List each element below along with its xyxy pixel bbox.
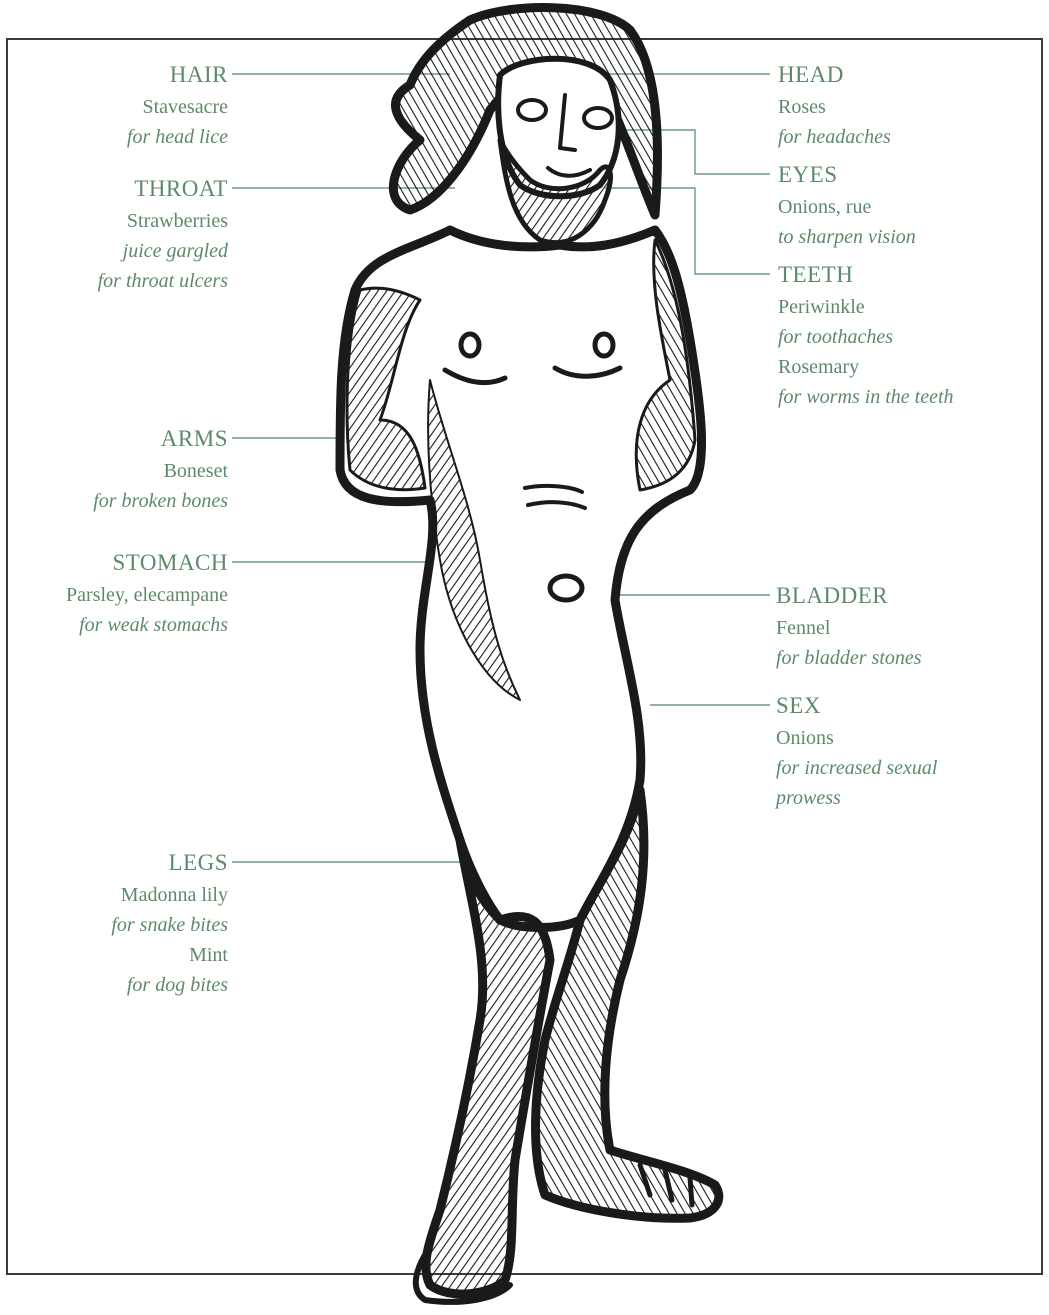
label-head: HEADRosesfor headaches bbox=[778, 58, 891, 152]
label-sex-use: prowess bbox=[776, 783, 937, 813]
label-sex-use: for increased sexual bbox=[776, 753, 937, 783]
figure-eye-left bbox=[518, 100, 546, 120]
label-stomach-use: for weak stomachs bbox=[66, 610, 228, 640]
label-teeth-remedy: Rosemary bbox=[778, 352, 954, 382]
label-sex-title: SEX bbox=[776, 689, 937, 723]
label-throat-use: for throat ulcers bbox=[98, 266, 228, 296]
figure-eye-right bbox=[584, 108, 612, 128]
label-bladder-remedy: Fennel bbox=[776, 613, 922, 643]
label-head-title: HEAD bbox=[778, 58, 891, 92]
label-head-use: for headaches bbox=[778, 122, 891, 152]
figure-body bbox=[340, 8, 719, 1302]
label-bladder: BLADDERFennelfor bladder stones bbox=[776, 579, 922, 673]
label-eyes-use: to sharpen vision bbox=[778, 222, 916, 252]
label-sex-remedy: Onions bbox=[776, 723, 937, 753]
label-arms-use: for broken bones bbox=[93, 486, 228, 516]
figure-navel bbox=[550, 576, 582, 600]
figure-nipple-right bbox=[595, 334, 613, 356]
label-legs-use: for dog bites bbox=[111, 970, 228, 1000]
label-stomach: STOMACHParsley, elecampanefor weak stoma… bbox=[66, 546, 228, 640]
label-stomach-title: STOMACH bbox=[66, 546, 228, 580]
label-arms-title: ARMS bbox=[93, 422, 228, 456]
label-hair-use: for head lice bbox=[127, 122, 228, 152]
label-arms-remedy: Boneset bbox=[93, 456, 228, 486]
label-arms: ARMSBonesetfor broken bones bbox=[93, 422, 228, 516]
label-teeth-use: for toothaches bbox=[778, 322, 954, 352]
label-hair-title: HAIR bbox=[127, 58, 228, 92]
label-legs-title: LEGS bbox=[111, 846, 228, 880]
label-throat: THROATStrawberriesjuice gargledfor throa… bbox=[98, 172, 228, 296]
label-bladder-use: for bladder stones bbox=[776, 643, 922, 673]
label-throat-use: juice gargled bbox=[98, 236, 228, 266]
label-sex: SEXOnionsfor increased sexualprowess bbox=[776, 689, 937, 813]
label-teeth: TEETHPeriwinklefor toothachesRosemaryfor… bbox=[778, 258, 954, 412]
figure-nipple-left bbox=[461, 334, 479, 356]
label-throat-title: THROAT bbox=[98, 172, 228, 206]
label-legs-remedy: Mint bbox=[111, 940, 228, 970]
label-teeth-remedy: Periwinkle bbox=[778, 292, 954, 322]
label-legs-use: for snake bites bbox=[111, 910, 228, 940]
label-legs: LEGSMadonna lilyfor snake bitesMintfor d… bbox=[111, 846, 228, 1000]
label-stomach-remedy: Parsley, elecampane bbox=[66, 580, 228, 610]
label-teeth-use: for worms in the teeth bbox=[778, 382, 954, 412]
label-legs-remedy: Madonna lily bbox=[111, 880, 228, 910]
label-throat-remedy: Strawberries bbox=[98, 206, 228, 236]
label-eyes-remedy: Onions, rue bbox=[778, 192, 916, 222]
label-eyes: EYESOnions, rueto sharpen vision bbox=[778, 158, 916, 252]
label-eyes-title: EYES bbox=[778, 158, 916, 192]
label-teeth-title: TEETH bbox=[778, 258, 954, 292]
label-hair: HAIRStavesacrefor head lice bbox=[127, 58, 228, 152]
label-head-remedy: Roses bbox=[778, 92, 891, 122]
label-hair-remedy: Stavesacre bbox=[127, 92, 228, 122]
label-bladder-title: BLADDER bbox=[776, 579, 922, 613]
